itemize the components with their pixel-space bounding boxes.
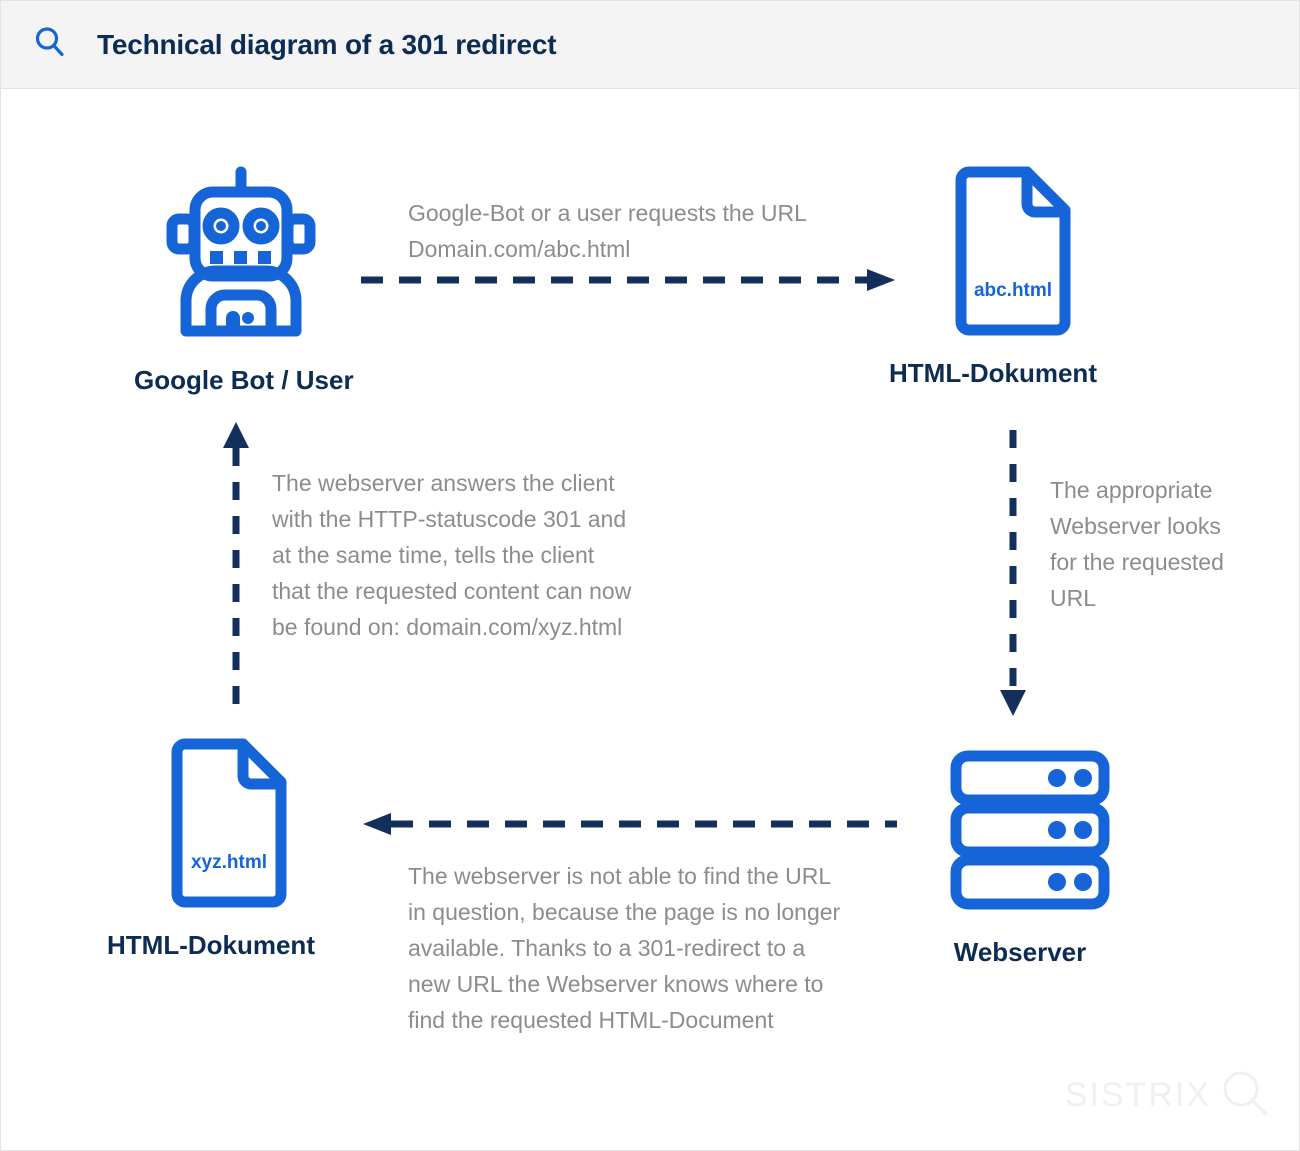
note-301-response: The webserver answers the client with th… — [272, 470, 632, 640]
robot-icon — [166, 166, 316, 342]
watermark-label: SISTRIX — [1064, 1076, 1211, 1114]
node-html-document-xyz: xyz.html HTML-Dokument — [107, 738, 315, 961]
node-google-bot: Google Bot / User — [134, 166, 354, 396]
note-url-not-found: The webserver is not able to find the UR… — [408, 863, 841, 1033]
node-html-document-abc: abc.html HTML-Dokument — [889, 166, 1097, 389]
node-label-webserver: Webserver — [953, 937, 1087, 967]
html-document-icon — [949, 166, 1077, 340]
node-label-html-document-xyz: HTML-Dokument — [107, 930, 315, 960]
arrow-webserver-to-document — [359, 812, 899, 841]
sistrix-watermark: SISTRIX — [1065, 1069, 1269, 1122]
document-filename: abc.html — [973, 280, 1053, 301]
magnifier-icon — [1221, 1069, 1269, 1122]
html-document-icon — [165, 738, 293, 912]
arrow-bot-to-document — [359, 268, 899, 297]
node-label-google-bot: Google Bot / User — [134, 365, 354, 395]
arrow-document-to-bot — [223, 420, 249, 715]
note-webserver-lookup: The appropriate Webserver looks for the … — [1050, 477, 1224, 611]
diagram-stage: Google Bot / User abc.html HTML-Dokument — [1, 90, 1299, 1150]
search-icon — [33, 25, 67, 64]
header-bar: Technical diagram of a 301 redirect — [1, 1, 1299, 89]
server-rack-icon — [949, 750, 1111, 914]
page-title: Technical diagram of a 301 redirect — [97, 28, 557, 60]
note-request-url: Google-Bot or a user requests the URL Do… — [408, 200, 807, 262]
document-filename: xyz.html — [190, 852, 268, 873]
node-label-html-document-abc: HTML-Dokument — [889, 358, 1097, 388]
node-webserver: Webserver — [949, 750, 1111, 968]
arrow-document-to-webserver — [1000, 428, 1026, 723]
